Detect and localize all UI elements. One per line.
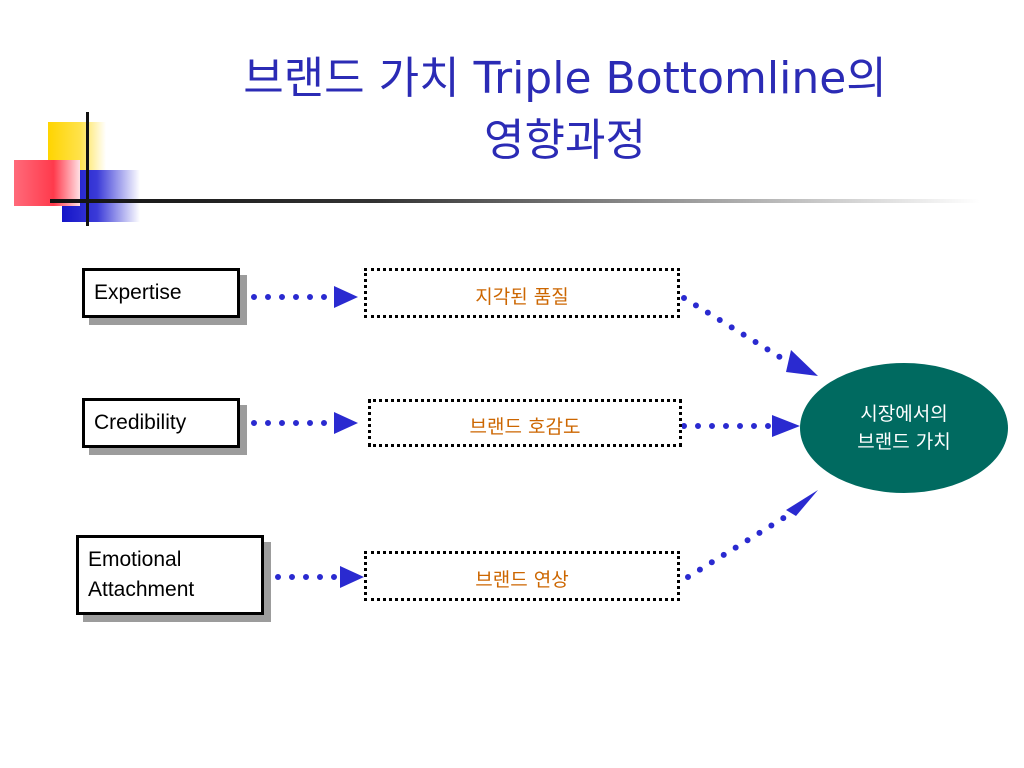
source-label-expertise: Expertise: [94, 281, 182, 304]
outcome-label-line-2: 브랜드 가치: [857, 431, 951, 453]
arrow-quality-to-outcome: [681, 295, 791, 365]
decor-red-square: [14, 160, 80, 206]
mediator-label-perceived-quality: 지각된 품질: [475, 286, 569, 308]
title-line-1: 브랜드 가치 Triple Bottomline의: [243, 53, 887, 104]
source-label-credibility: Credibility: [94, 411, 187, 434]
mediator-label-brand-preference: 브랜드 호감도: [469, 416, 581, 438]
source-label-attachment: Attachment: [88, 578, 195, 601]
mediator-box-perceived-quality: 지각된 품질: [364, 268, 680, 318]
arrowhead-preference: [772, 415, 800, 437]
arrow-association-to-outcome: [685, 511, 793, 580]
mediator-box-brand-preference: 브랜드 호감도: [368, 399, 682, 447]
title-underline: [50, 199, 980, 203]
arrowhead-association: [786, 490, 818, 516]
source-box-credibility: Credibility: [82, 398, 240, 448]
arrowhead-credibility: [334, 412, 358, 434]
arrowhead-quality: [786, 350, 818, 376]
title-line-2: 영향과정: [484, 115, 646, 166]
arrowhead-expertise: [334, 286, 358, 308]
arrowhead-emotional: [340, 566, 364, 588]
mediator-box-brand-association: 브랜드 연상: [364, 551, 680, 601]
decor-vertical-line: [86, 112, 89, 226]
slide-title: 브랜드 가치 Triple Bottomline의 영향과정: [150, 48, 980, 172]
source-box-emotional-attachment: Emotional Attachment: [76, 535, 264, 615]
outcome-ellipse-brand-value: 시장에서의 브랜드 가치: [800, 363, 1008, 493]
source-box-expertise: Expertise: [82, 268, 240, 318]
mediator-label-brand-association: 브랜드 연상: [475, 569, 569, 591]
outcome-label-line-1: 시장에서의: [860, 403, 948, 425]
source-label-emotional: Emotional: [88, 548, 182, 571]
